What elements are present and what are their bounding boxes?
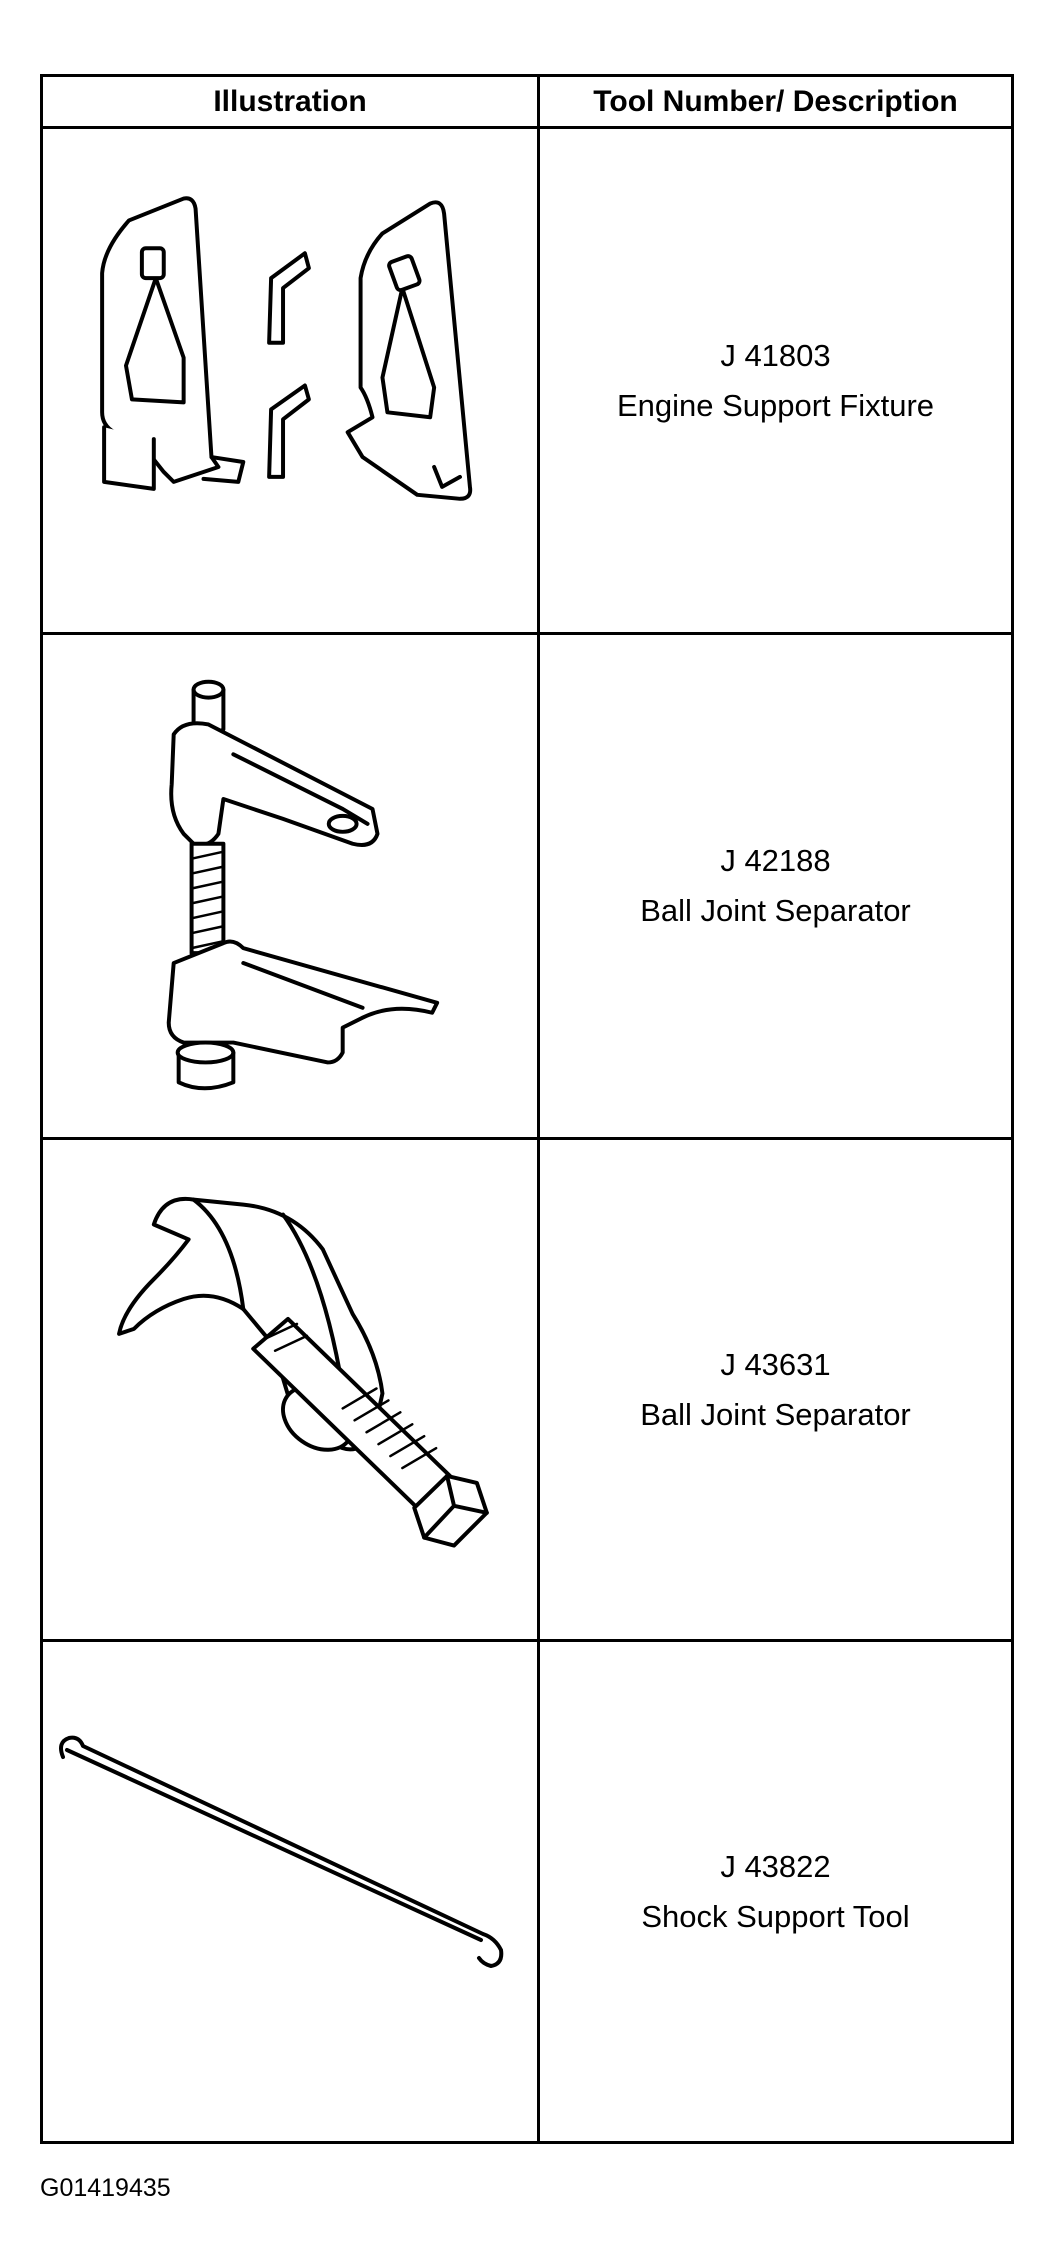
header-illustration: Illustration: [213, 84, 367, 118]
table-row: J 42188 Ball Joint Separator: [43, 635, 1011, 1140]
tool-number: J 43631: [720, 1346, 831, 1382]
table-row: J 43822 Shock Support Tool: [43, 1642, 1011, 2141]
tool-cell: J 41803 Engine Support Fixture: [540, 129, 1011, 632]
special-tools-table: Illustration Tool Number/ Description: [40, 74, 1014, 2144]
tool-description: Engine Support Fixture: [616, 387, 935, 423]
table-row: J 41803 Engine Support Fixture: [43, 129, 1011, 635]
header-tool-number-description: Tool Number/ Description: [593, 84, 958, 118]
tool-description: Shock Support Tool: [641, 1898, 910, 1934]
figure-id-caption: G01419435: [40, 2174, 171, 2202]
tool-cell: J 43822 Shock Support Tool: [540, 1642, 1011, 2141]
engine-support-fixture-illustration: [43, 129, 537, 632]
table-row: J 43631 Ball Joint Separator: [43, 1140, 1011, 1642]
tool-number: J 41803: [720, 337, 831, 373]
tool-cell: J 42188 Ball Joint Separator: [540, 635, 1011, 1137]
tool-number: J 42188: [720, 843, 831, 878]
column-divider: [537, 77, 540, 2141]
ball-joint-separator-icon: [117, 1196, 489, 1548]
tool-cell: J 43631 Ball Joint Separator: [540, 1140, 1011, 1639]
shock-support-tool-icon: [59, 1735, 504, 1968]
tool-description: Ball Joint Separator: [640, 893, 911, 928]
engine-support-fixture-icon: [100, 196, 473, 501]
table-header: Illustration Tool Number/ Description: [43, 77, 1011, 129]
ball-joint-separator-icon: [166, 679, 440, 1091]
tool-description: Ball Joint Separator: [640, 1396, 911, 1432]
tool-number: J 43822: [720, 1848, 831, 1884]
shock-support-tool-illustration: [43, 1642, 537, 2141]
ball-joint-separator-illustration: [43, 1140, 537, 1639]
ball-joint-separator-illustration: [43, 635, 537, 1137]
